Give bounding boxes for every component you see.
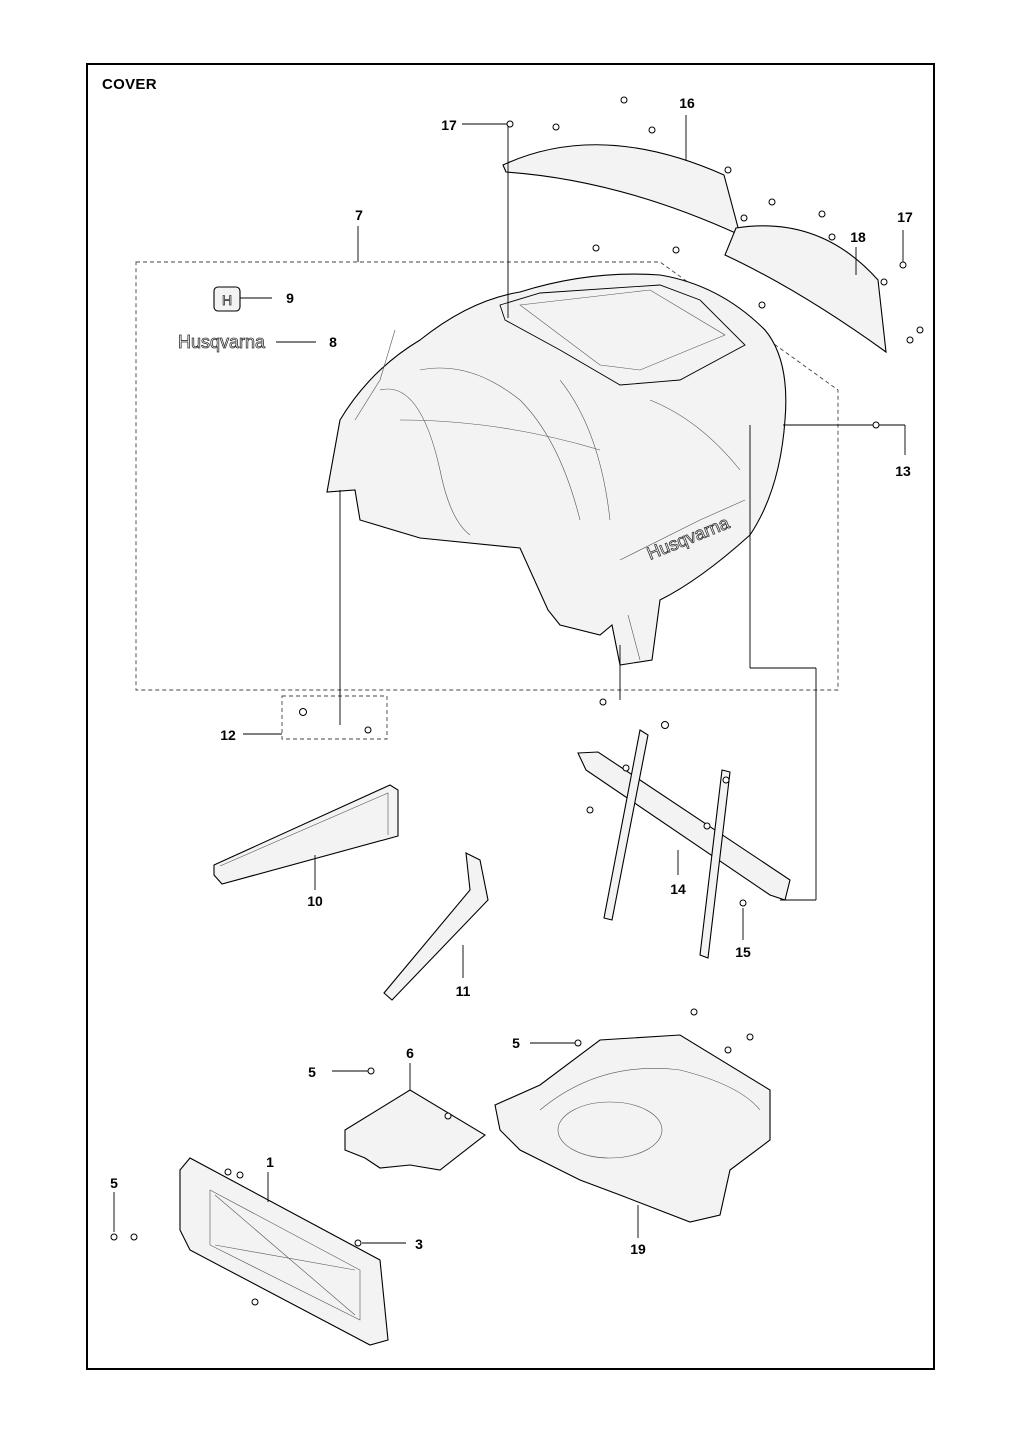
- leader-lines: [113, 115, 906, 1244]
- callout-1: 1: [266, 1154, 274, 1170]
- part-8-decal: Husqvarna: [178, 332, 316, 352]
- callout-5-upper: 5: [512, 1035, 520, 1051]
- part-18-side-panel: [724, 225, 887, 354]
- part-19-lower-shroud: [494, 1034, 771, 1223]
- page-title: COVER: [102, 76, 157, 93]
- callout-8: 8: [329, 334, 337, 350]
- callout-labels: 16 17 17 18 7 9 8 13 12 10 14 15 11 5 6 …: [110, 95, 913, 1257]
- callout-11: 11: [456, 983, 471, 999]
- callout-5-lower: 5: [110, 1175, 118, 1191]
- callout-6: 6: [406, 1045, 414, 1061]
- callout-16: 16: [679, 95, 695, 111]
- part-1-grille: [179, 1157, 389, 1346]
- callout-15: 15: [735, 944, 751, 960]
- callout-12: 12: [220, 727, 236, 743]
- part-7-main-cover: [326, 273, 787, 666]
- part-6-plate: [344, 1089, 486, 1171]
- assembly-group-7-outline: [135, 261, 839, 740]
- callout-18: 18: [850, 229, 866, 245]
- callout-13: 13: [895, 463, 911, 479]
- part-16-top-panel: [502, 144, 741, 236]
- part-14-frame: [577, 729, 791, 959]
- part-11-bracket: [383, 852, 489, 1001]
- part-9-emblem: H: [213, 286, 272, 312]
- callout-14: 14: [670, 881, 686, 897]
- callout-9: 9: [286, 290, 294, 306]
- svg-text:H: H: [222, 292, 232, 308]
- callout-10: 10: [307, 893, 323, 909]
- callout-7: 7: [355, 207, 363, 223]
- callout-5-middle: 5: [308, 1064, 316, 1080]
- callout-19: 19: [630, 1241, 646, 1257]
- callout-17-right: 17: [897, 209, 913, 225]
- callout-17-left: 17: [441, 117, 457, 133]
- callout-3: 3: [415, 1236, 423, 1252]
- fasteners: [110, 96, 924, 1306]
- decal-brand-text: Husqvarna: [178, 332, 266, 352]
- part-10-bracket: [213, 784, 399, 885]
